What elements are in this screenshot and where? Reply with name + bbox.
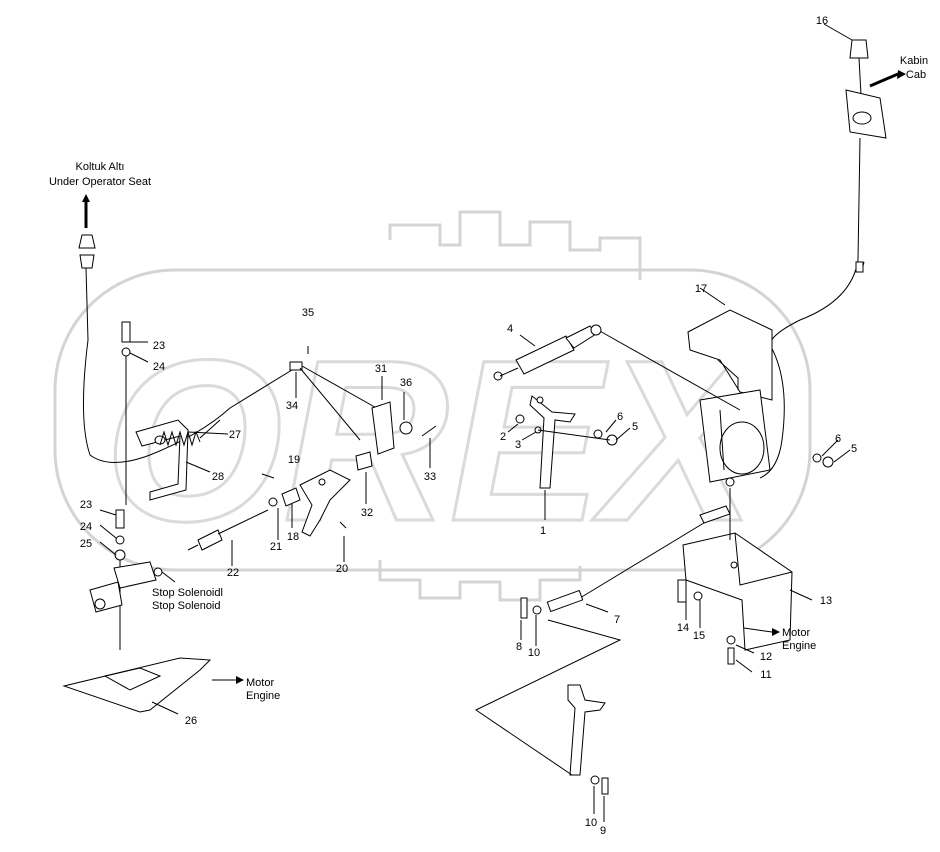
- callout-16: 16: [816, 15, 828, 27]
- part-31-bracket: [371, 401, 395, 455]
- stop-solenoid: [89, 561, 176, 613]
- watermark-frame: [53, 268, 812, 572]
- seat-pull-handle: [78, 194, 96, 341]
- callout-34: 34: [286, 400, 298, 412]
- fasteners-8-10: [520, 597, 542, 619]
- callout-23a: 23: [153, 340, 165, 352]
- callout-12: 12: [760, 651, 772, 663]
- part-21-fitting: [268, 497, 278, 507]
- callout-2: 2: [500, 431, 506, 443]
- callout-24a: 24: [153, 361, 165, 373]
- part-32-nut-plate: [355, 451, 373, 471]
- callout-26: 26: [185, 715, 197, 727]
- callout-20: 20: [336, 563, 348, 575]
- callout-31: 31: [375, 363, 387, 375]
- callout-3: 3: [515, 439, 521, 451]
- callout-36: 36: [400, 377, 412, 389]
- watermark-gear-outline: [378, 210, 642, 602]
- part-22-rod: [187, 509, 269, 551]
- part-1-throttle-lever-arm: [529, 395, 576, 520]
- callout-7: 7: [614, 614, 620, 626]
- callout-6a: 6: [617, 411, 623, 423]
- callout-35: 35: [302, 307, 314, 319]
- cable-end-fitting: [855, 261, 864, 273]
- callout-8: 8: [516, 641, 522, 653]
- part-7-throttle-cable: [546, 505, 731, 613]
- callout-18: 18: [287, 531, 299, 543]
- callout-10b: 10: [585, 817, 597, 829]
- part-13-engine-bracket: [682, 532, 813, 651]
- callout-27: 27: [229, 429, 241, 441]
- callout-23b: 23: [80, 499, 92, 511]
- part-19-screw: [261, 473, 275, 479]
- callout-17: 17: [695, 283, 707, 295]
- part-18-rod-end: [281, 487, 301, 507]
- fasteners-23-24-upper: [121, 321, 131, 505]
- callout-11: 11: [760, 669, 771, 681]
- part-27-spring: [159, 419, 221, 447]
- callout-numbers: 1 2 3 4 5 5 6 6 7 8 9 10 10 11 12 13 14 …: [80, 15, 857, 837]
- caption-stop-tr: Stop Solenoidl: [152, 587, 223, 599]
- throttle-actuator-body: [699, 389, 771, 487]
- caption-cab-en: Cab: [906, 69, 926, 81]
- callout-21: 21: [270, 541, 282, 553]
- part-33-bolt: [421, 425, 437, 437]
- callout-13: 13: [820, 595, 832, 607]
- lower-linkage-lever: [475, 619, 622, 795]
- watermark: OREX: [53, 210, 812, 602]
- callout-24b: 24: [80, 521, 92, 533]
- callout-19: 19: [288, 454, 300, 466]
- callout-15: 15: [693, 630, 705, 642]
- callout-9: 9: [600, 825, 606, 837]
- part-26-mounting-plate: [62, 657, 212, 715]
- part-16-cab-throttle-lever: [823, 23, 906, 139]
- part-36-bushing: [399, 421, 413, 435]
- callout-32: 32: [361, 507, 373, 519]
- caption-stop-en: Stop Solenoid: [152, 600, 221, 612]
- callout-5b: 5: [851, 443, 857, 455]
- caption-motor-left-en: Engine: [246, 690, 280, 702]
- part-20-lever: [299, 469, 351, 537]
- callout-4: 4: [507, 323, 513, 335]
- caption-cab-tr: Kabin: [900, 55, 928, 67]
- callout-22: 22: [227, 567, 239, 579]
- callout-14: 14: [677, 622, 689, 634]
- caption-motor-right-en: Engine: [782, 640, 816, 652]
- callout-25: 25: [80, 538, 92, 550]
- fasteners-23-24-25-lower: [114, 509, 126, 650]
- callout-1: 1: [540, 525, 546, 537]
- fasteners-11-12-14-15: [677, 579, 755, 673]
- watermark-text: OREX: [104, 312, 767, 569]
- caption-motor-left-tr: Motor: [246, 677, 274, 689]
- callout-33: 33: [424, 471, 436, 483]
- callout-28: 28: [212, 471, 224, 483]
- assembly-line-31: [299, 367, 361, 441]
- caption-motor-right-tr: Motor: [782, 627, 810, 639]
- part-4-damper: [493, 324, 602, 381]
- caption-seat-tr: Koltuk Altı: [76, 161, 125, 173]
- seat-cable: [82, 339, 301, 463]
- callout-6b: 6: [835, 433, 841, 445]
- assembly-line-4: [597, 329, 741, 411]
- fasteners-2-3-5-6: [515, 414, 834, 468]
- callout-10a: 10: [528, 647, 540, 659]
- callout-5a: 5: [632, 421, 638, 433]
- caption-seat-en: Under Operator Seat: [49, 176, 151, 188]
- leader-lines: [99, 341, 851, 822]
